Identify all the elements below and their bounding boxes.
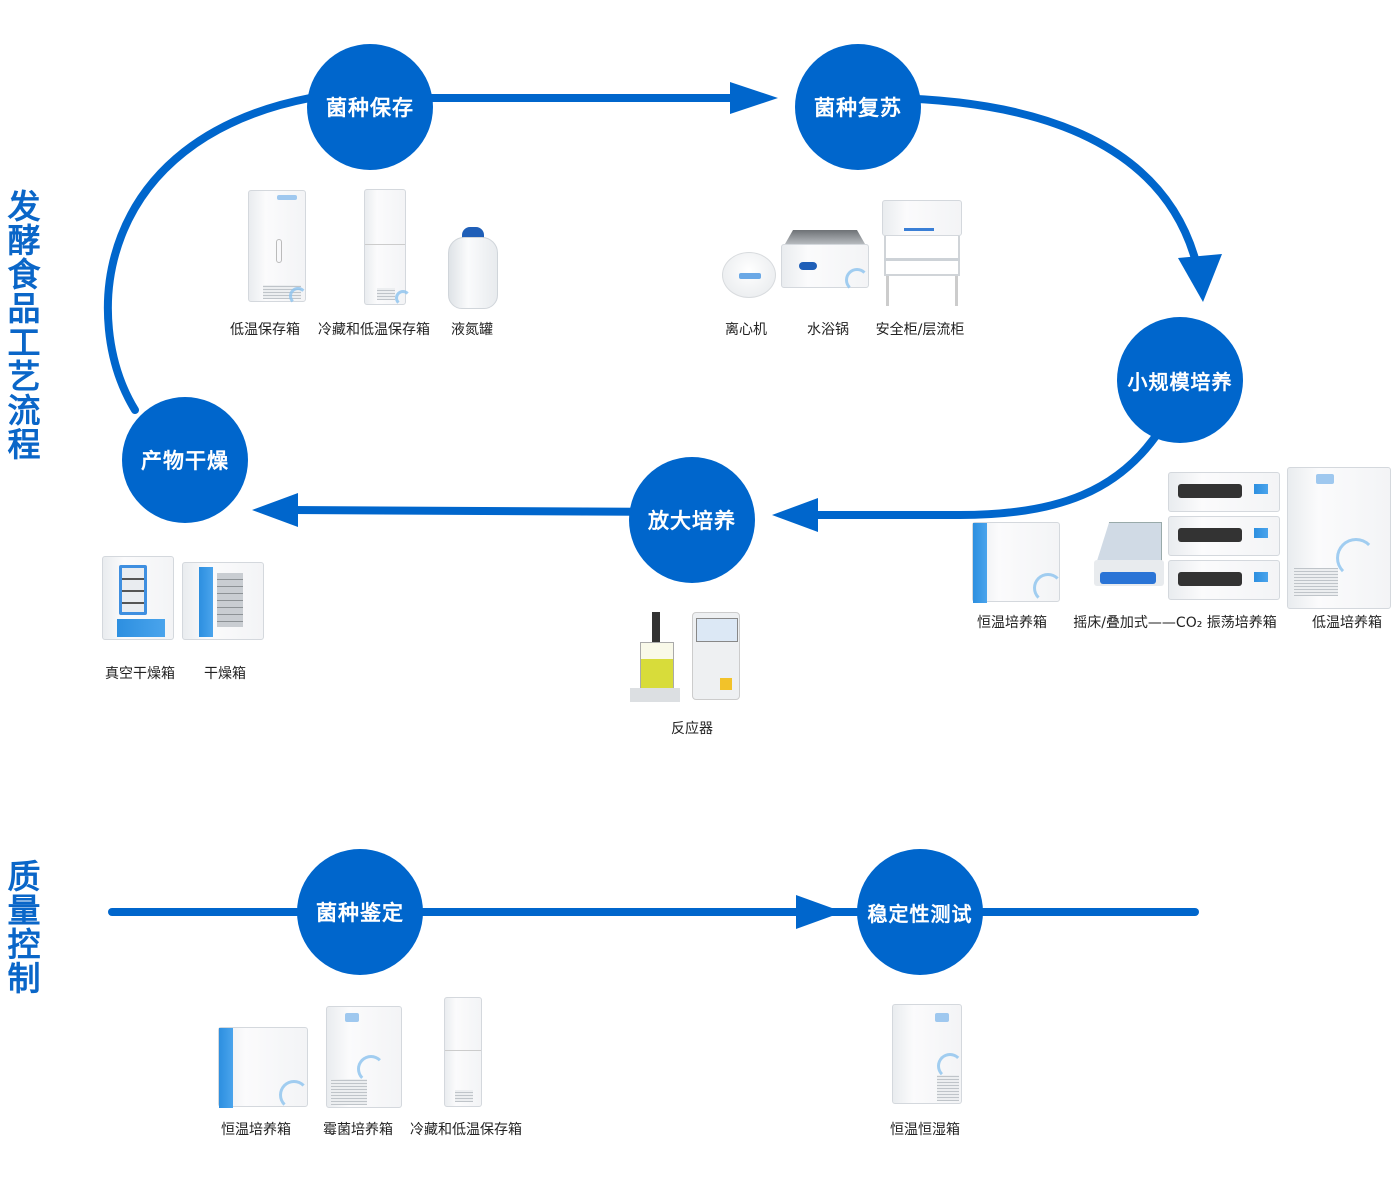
centrifuge-image	[722, 252, 776, 298]
equipment-label: 干燥箱	[204, 666, 246, 682]
step-small-scale-culture: 小规模培养	[1117, 317, 1243, 443]
qc-section-title: 质量控制	[7, 857, 41, 998]
equipment-label: 真空干燥箱	[105, 666, 175, 682]
constant-temp-incubator-image	[218, 1027, 309, 1110]
equipment-label: 恒温培养箱	[221, 1122, 291, 1138]
step-product-drying: 产物干燥	[122, 397, 248, 523]
equipment-label: 摇床/叠加式——CO₂ 振荡培养箱	[1073, 615, 1277, 631]
equipment-label: 冷藏和低温保存箱	[318, 322, 430, 338]
arrow-right-icon	[796, 895, 843, 929]
low-temp-incubator-image	[1287, 467, 1391, 609]
connector-scaleup-to-drying	[286, 506, 696, 516]
equipment-label: 安全柜/层流柜	[875, 322, 965, 338]
vacuum-drying-oven-image	[102, 556, 174, 640]
refrigerator-freezer-image	[444, 997, 482, 1107]
equipment-label: 低温保存箱	[230, 322, 300, 338]
equipment-label: 霉菌培养箱	[323, 1122, 393, 1138]
constant-temp-incubator-image	[972, 522, 1063, 603]
equipment-label: 水浴锅	[807, 322, 849, 338]
drying-oven-image	[182, 562, 264, 640]
refrigerator-freezer-image	[364, 189, 411, 306]
equipment-label: 恒温培养箱	[977, 615, 1047, 631]
water-bath-image	[781, 230, 869, 292]
step-scale-up-culture: 放大培养	[629, 457, 755, 583]
humidity-chamber-image	[892, 1004, 963, 1104]
equipment-label: 低温培养箱	[1312, 615, 1382, 631]
low-temp-freezer-image	[248, 190, 307, 305]
process-section-title: 发酵食品工艺流程	[7, 187, 41, 464]
arrow-right-icon	[730, 82, 778, 114]
arrow-left-icon	[252, 493, 298, 527]
arrow-left-icon	[772, 498, 818, 532]
step-strain-identification: 菌种鉴定	[297, 849, 423, 975]
bioreactor-image	[630, 612, 742, 706]
connector-revival-to-small-culture	[854, 93, 1202, 274]
equipment-label: 反应器	[671, 721, 713, 737]
arrow-down-icon	[1178, 254, 1222, 302]
step-strain-revival: 菌种复苏	[795, 44, 921, 170]
biosafety-cabinet-image	[882, 200, 962, 308]
connector-drying-to-preservation	[103, 94, 314, 414]
equipment-label: 离心机	[725, 322, 767, 338]
step-strain-preservation: 菌种保存	[307, 44, 433, 170]
connector-small-culture-to-scaleup	[806, 426, 1164, 519]
liquid-nitrogen-tank-image	[448, 227, 498, 309]
equipment-label: 冷藏和低温保存箱	[410, 1122, 522, 1138]
equipment-label: 液氮罐	[451, 322, 493, 338]
co2-shaking-incubator-image	[1090, 470, 1286, 605]
step-stability-test: 稳定性测试	[857, 849, 983, 975]
mold-incubator-image	[326, 1006, 402, 1108]
equipment-label: 恒温恒湿箱	[890, 1122, 960, 1138]
